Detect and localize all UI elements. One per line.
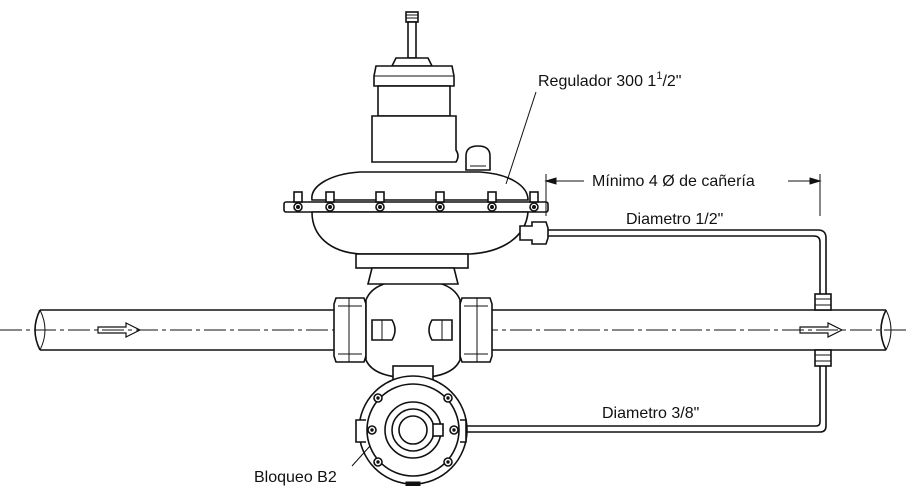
regulator-leader-line (505, 91, 537, 185)
regulator (283, 11, 549, 285)
flow-arrow-outlet (799, 322, 844, 338)
lower-line-label: Diametro 3/8" (602, 405, 699, 422)
sensing-line-upper (548, 229, 832, 311)
regulator-label-main: Regulador 300 1 (538, 73, 656, 90)
flow-arrow-inlet (97, 322, 142, 338)
regulator-label-fraction: /2" (662, 73, 681, 90)
dimension-line (544, 174, 822, 216)
regulator-label-superscript: 1 (656, 70, 662, 82)
sensing-line-lower (460, 349, 832, 433)
valve-body (333, 279, 493, 383)
dimension-label: Mínimo 4 Ø de cañería (592, 173, 755, 190)
flange-bolts (293, 202, 539, 212)
regulator-label: Regulador 300 11/2" (538, 70, 681, 90)
upper-line-label: Diametro 1/2" (626, 211, 723, 228)
block-leader-line (351, 445, 371, 467)
block-label: Bloqueo B2 (254, 469, 337, 486)
block-valve-b2 (355, 375, 468, 486)
